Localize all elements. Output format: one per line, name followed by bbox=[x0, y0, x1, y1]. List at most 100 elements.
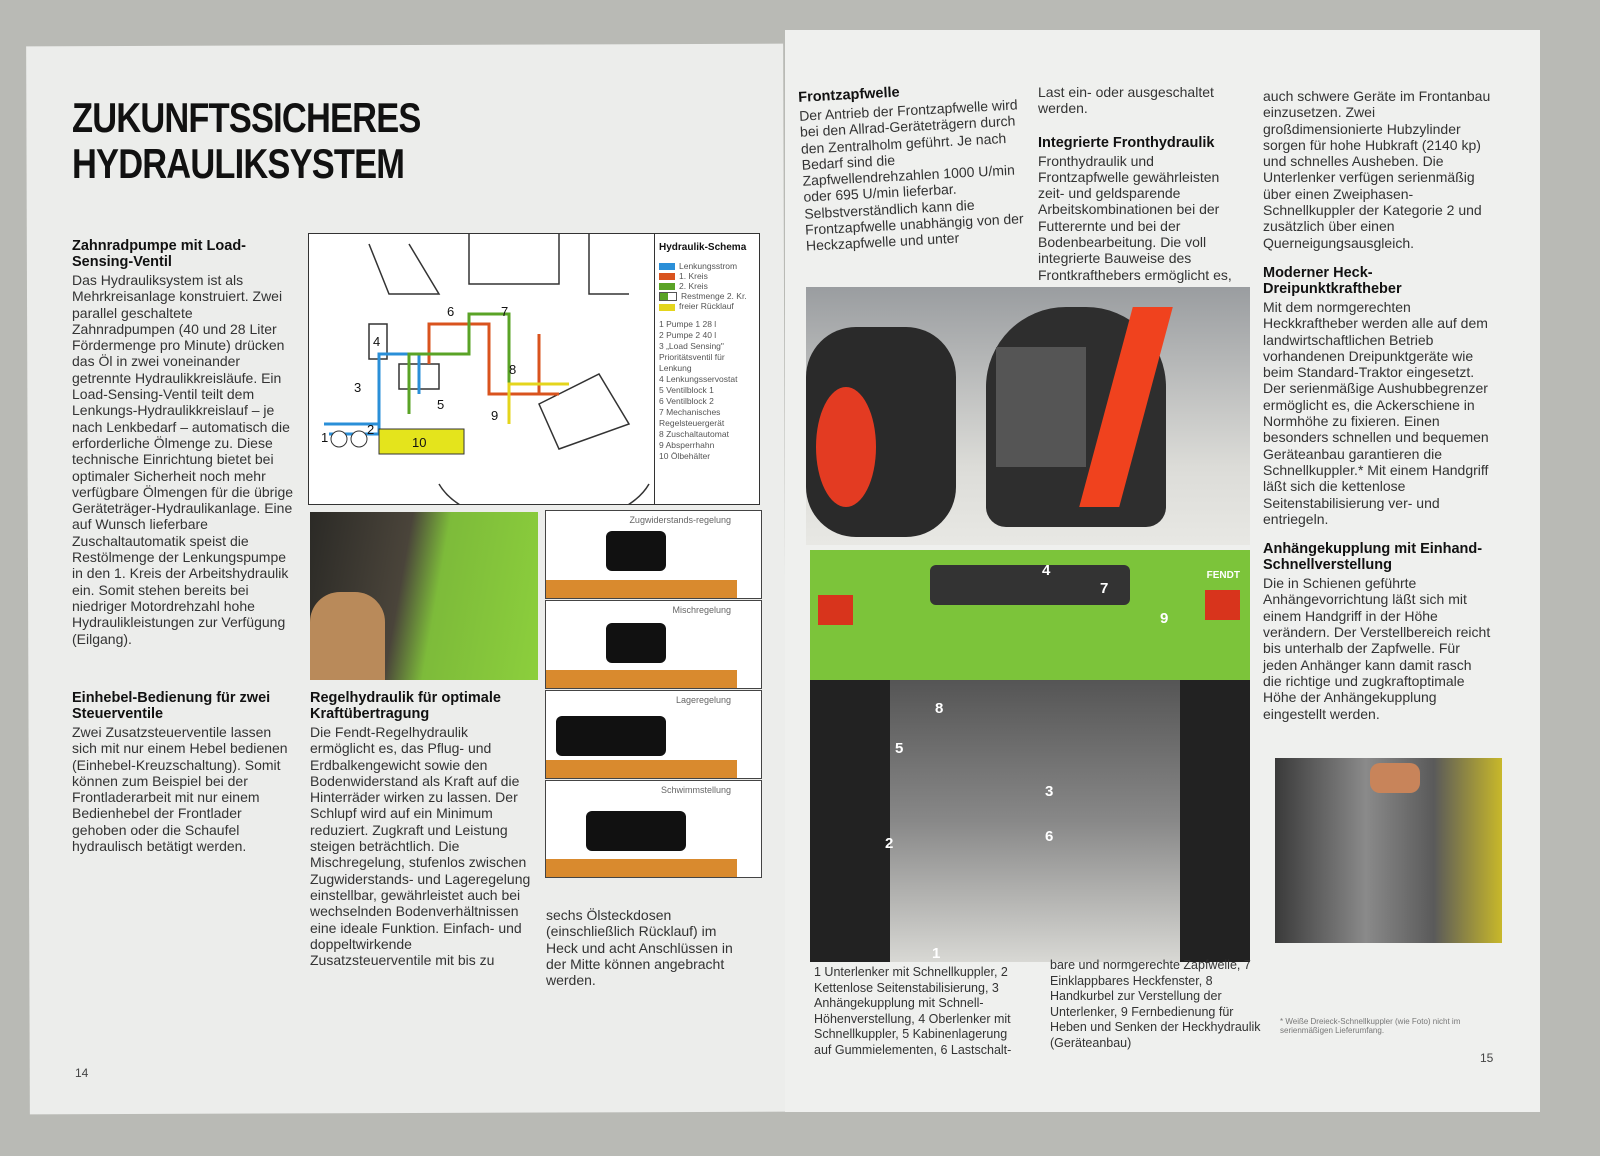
tail-light bbox=[1205, 590, 1240, 620]
cab-controls-photo bbox=[310, 512, 538, 680]
section-text: sechs Ölsteckdosen (einschließlich Rückl… bbox=[546, 907, 733, 989]
legend-label: Restmenge 2. Kr. bbox=[681, 291, 747, 301]
photo-label: 1 bbox=[932, 945, 941, 962]
schema-item: 4 Lenkungsservostat bbox=[659, 374, 738, 385]
section-heading: Regelhydraulik für optimale Kraftübertra… bbox=[310, 690, 501, 722]
legend-item: Restmenge 2. Kr. bbox=[659, 291, 755, 302]
section-text: Die in Schienen geführte Anhängevorricht… bbox=[1263, 575, 1491, 722]
legend-item: Lenkungsstrom bbox=[659, 261, 755, 271]
legend-swatch bbox=[659, 273, 675, 281]
diagram-label: 7 bbox=[501, 304, 508, 319]
wheel-rim bbox=[816, 387, 876, 507]
photo-label: 9 bbox=[1160, 610, 1169, 627]
diagram-label: 2 bbox=[367, 422, 374, 437]
front-hydraulics-photo bbox=[806, 287, 1250, 545]
panel-label: Schwimmstellung bbox=[660, 785, 731, 795]
photo-label: 2 bbox=[885, 835, 894, 852]
hand bbox=[1370, 763, 1420, 793]
section-heading: Moderner Heck-Dreipunktkraftheber bbox=[1263, 264, 1402, 297]
photo-label: 4 bbox=[1042, 562, 1051, 579]
front-linkage bbox=[996, 347, 1086, 467]
photo-caption: bare und normgerechte Zapfwelle, 7 Einkl… bbox=[1050, 958, 1261, 1050]
section-heading: Zahnradpumpe mit Load-Sensing-Ventil bbox=[72, 238, 246, 270]
diagram-label: 6 bbox=[447, 304, 454, 319]
section-text: Das Hydrauliksystem ist als Mehrkreisanl… bbox=[72, 272, 294, 647]
section-heading: Einhebel-Bedienung für zwei Steuerventil… bbox=[72, 690, 271, 722]
photo-label: 3 bbox=[1045, 783, 1054, 800]
tail-light bbox=[818, 595, 853, 625]
legend-swatch bbox=[659, 263, 675, 271]
schema-item: 2 Pumpe 2 40 l bbox=[659, 330, 717, 341]
schema-item: 7 Mechanisches Regelsteuergerät bbox=[659, 407, 725, 429]
legend-label: freier Rücklauf bbox=[679, 301, 734, 312]
photo-label: 7 bbox=[1100, 580, 1109, 597]
section-regelhydraulik: Regelhydraulik für optimale Kraftübertra… bbox=[310, 690, 532, 968]
section-text: auch schwere Geräte im Frontanbau einzus… bbox=[1263, 88, 1491, 251]
legend-swatch bbox=[659, 292, 677, 302]
photo-label: 6 bbox=[1045, 828, 1054, 845]
regulation-panel: Mischregelung bbox=[545, 600, 762, 689]
section-text: Last ein- oder ausgeschaltet werden. bbox=[1038, 84, 1214, 117]
section-zahnradpumpe: Zahnradpumpe mit Load-Sensing-Ventil Das… bbox=[72, 238, 294, 647]
title-line-1: ZUKUNFTSSICHERES bbox=[72, 94, 421, 141]
diagram-label: 4 bbox=[373, 334, 380, 349]
section-text: Mit dem normgerechten Heckkraftheber wer… bbox=[1263, 298, 1489, 527]
panel-label: Zugwiderstands-regelung bbox=[629, 515, 731, 525]
seat bbox=[310, 592, 385, 680]
footnote: * Weiße Dreieck-Schnellkuppler (wie Foto… bbox=[1280, 1017, 1461, 1035]
photo-label: 5 bbox=[895, 740, 904, 757]
brand-logo: FENDT bbox=[1206, 570, 1240, 581]
tractor-icon bbox=[586, 811, 686, 851]
section-heading: Integrierte Fronthydraulik bbox=[1038, 134, 1215, 151]
diagram-label: 1 bbox=[321, 430, 328, 445]
tire bbox=[810, 680, 890, 962]
hitch-adjust-photo bbox=[1275, 758, 1502, 943]
diagram-label: 9 bbox=[491, 408, 498, 423]
continued-text: sechs Ölsteckdosen (einschließlich Rückl… bbox=[546, 907, 751, 988]
diagram-label: 3 bbox=[354, 380, 361, 395]
diagram-label: 10 bbox=[412, 435, 426, 450]
section-text: Fronthydraulik und Frontzapfwelle gewähr… bbox=[1038, 152, 1232, 283]
legend-label: Lenkungsstrom bbox=[679, 261, 738, 271]
panel-label: Mischregelung bbox=[672, 605, 731, 615]
section-continued: Last ein- oder ausgeschaltet werden. Int… bbox=[1038, 84, 1243, 283]
panel-label: Lageregelung bbox=[675, 695, 731, 705]
schema-item: 8 Zuschaltautomat bbox=[659, 429, 729, 440]
legend-swatch bbox=[659, 303, 675, 311]
tire bbox=[1180, 680, 1250, 962]
section-text: Zwei Zusatzsteuerventile lassen sich mit… bbox=[72, 724, 288, 855]
schema-item: 10 Ölbehälter bbox=[659, 451, 711, 462]
rear-window bbox=[930, 565, 1130, 605]
section-heading: Anhängekupplung mit Einhand-Schnellverst… bbox=[1263, 541, 1483, 574]
title-line-2: HYDRAULIKSYSTEM bbox=[72, 140, 405, 187]
schema-item: 3 „Load Sensing" Prioritätsventil für Le… bbox=[659, 341, 725, 374]
legend-item: 2. Kreis bbox=[659, 281, 755, 291]
regulation-panel: Zugwiderstands-regelung bbox=[545, 510, 762, 599]
page-number: 14 bbox=[75, 1066, 89, 1080]
tractor-icon bbox=[556, 716, 666, 756]
section-text: Die Fendt-Regelhydraulik ermöglicht es, … bbox=[310, 724, 531, 969]
rear-hitch-photo: FENDT 1 2 3 4 5 6 7 8 9 bbox=[810, 550, 1250, 962]
schema-item: 6 Ventilblock 2 bbox=[659, 396, 714, 407]
legend-label: 1. Kreis bbox=[679, 271, 708, 281]
schema-legend: Hydraulik-Schema Lenkungsstrom 1. Kreis … bbox=[654, 234, 759, 504]
section-einhebel: Einhebel-Bedienung für zwei Steuerventil… bbox=[72, 690, 294, 854]
section-fronthydraulik-cont: auch schwere Geräte im Frontanbau einzus… bbox=[1263, 88, 1493, 722]
hydraulic-diagram: 1 2 3 4 5 6 7 8 9 10 bbox=[321, 234, 650, 527]
legend-swatch bbox=[659, 283, 675, 291]
photo-caption: 1 Unterlenker mit Schnellkuppler, 2 Kett… bbox=[814, 965, 1012, 1057]
tractor-icon bbox=[606, 531, 666, 571]
regulation-panel: Schwimmstellung bbox=[545, 780, 762, 878]
schema-item: 1 Pumpe 1 28 l bbox=[659, 319, 717, 330]
diagram-label: 5 bbox=[437, 397, 444, 412]
regulation-panel: Lageregelung bbox=[545, 690, 762, 779]
schema-item-list: 1 Pumpe 1 28 l 2 Pumpe 2 40 l 3 „Load Se… bbox=[659, 319, 755, 462]
legend-item: 1. Kreis bbox=[659, 271, 755, 281]
diagram-label: 8 bbox=[509, 362, 516, 377]
page-number: 15 bbox=[1480, 1051, 1494, 1065]
photo-label: 8 bbox=[935, 700, 944, 717]
legend-item: freier Rücklauf bbox=[659, 301, 755, 311]
section-frontzapfwelle: Frontzapfwelle Der Antrieb der Frontzapf… bbox=[798, 78, 1026, 254]
schema-title: Hydraulik-Schema bbox=[659, 242, 747, 253]
